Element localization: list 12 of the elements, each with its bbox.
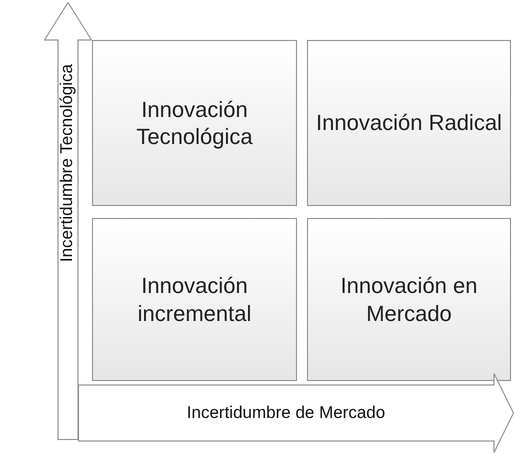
quadrant-label: Innovación Tecnológica (135, 96, 254, 150)
quadrant-box (92, 218, 297, 381)
quadrant-box (307, 218, 511, 381)
block-arrow (78, 373, 514, 453)
axis-label: Incertidumbre Tecnológica (57, 64, 77, 262)
quadrant-box (92, 40, 297, 206)
quadrant-label: Innovación en Mercado (340, 272, 478, 327)
quadrant-box (307, 40, 511, 206)
quadrant-label: Innovación incremental (136, 272, 252, 327)
quadrant-label: Innovación Radical (316, 109, 502, 137)
axis-label: Incertidumbre de Mercado (186, 403, 386, 423)
block-arrow (44, 2, 92, 440)
